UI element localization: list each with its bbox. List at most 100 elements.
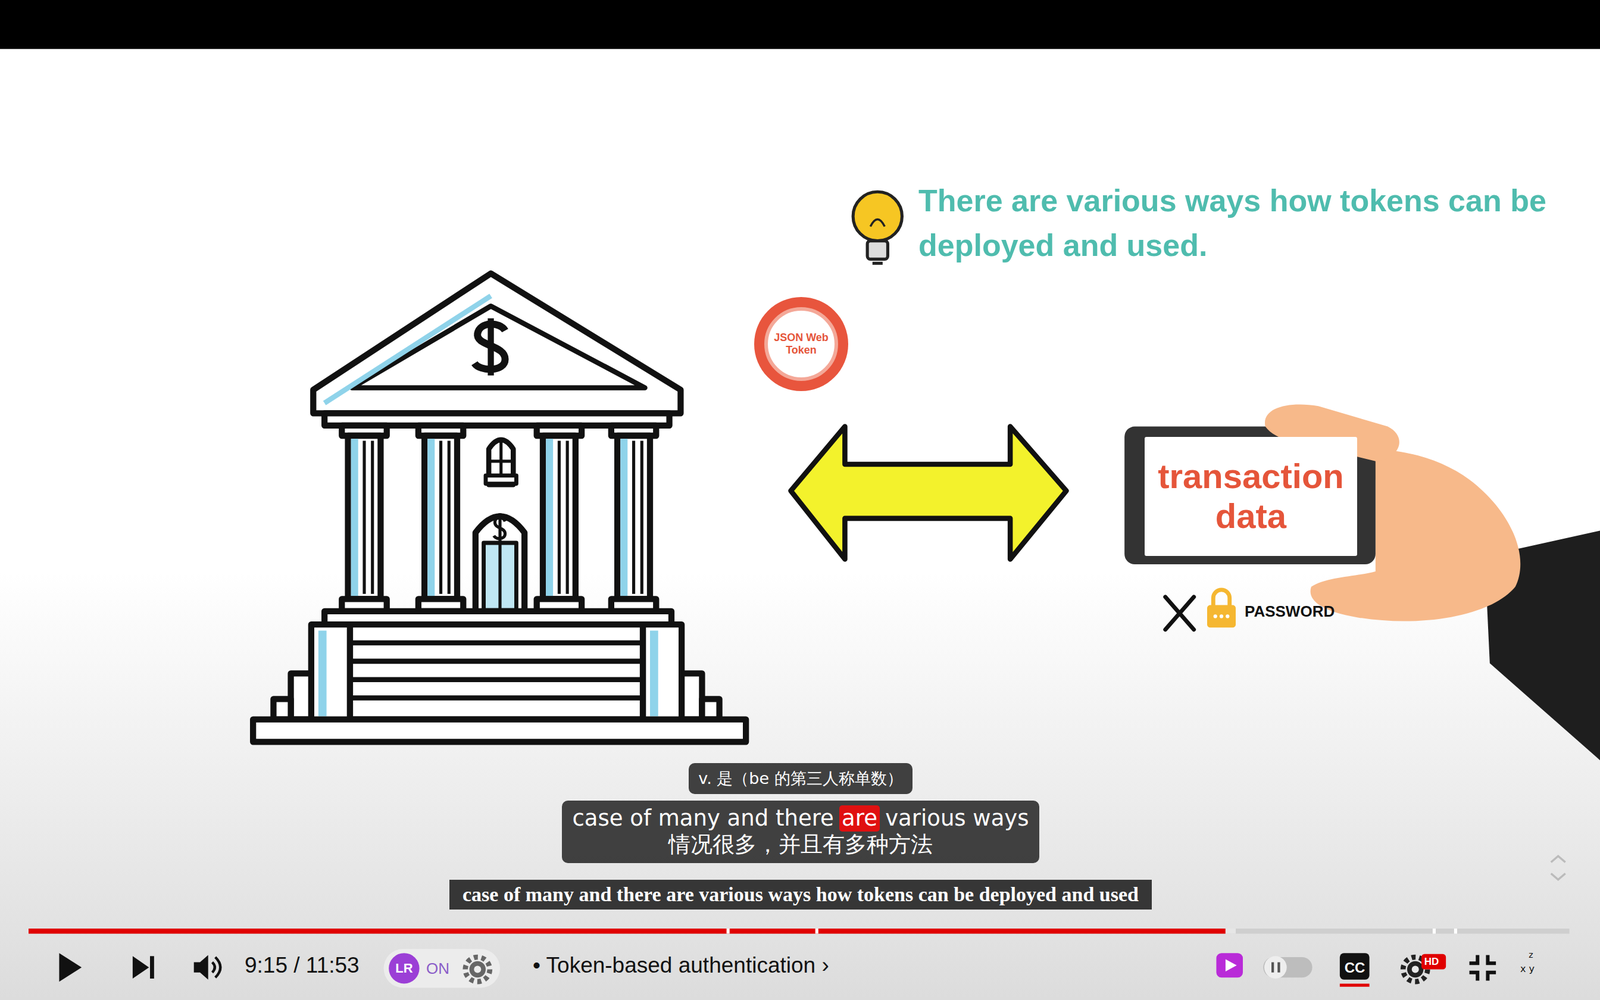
double-arrow (791, 426, 1067, 560)
settings-gear (465, 957, 490, 982)
lock-shackle (1213, 589, 1230, 606)
node-text: transaction data (1152, 456, 1350, 536)
stair-steps (350, 642, 643, 699)
cross-mark (1165, 597, 1195, 630)
column-flute (364, 441, 373, 595)
settings-gear (469, 961, 486, 978)
column-flute (441, 441, 450, 595)
bulb-filament (870, 219, 885, 227)
column-shaft (348, 435, 381, 599)
bulb-tip (872, 261, 883, 265)
top-bar (0, 0, 1600, 49)
bank-pediment-inner (351, 305, 645, 388)
slide-title: There are various ways how tokens can be… (918, 178, 1562, 269)
bulb-base (867, 241, 888, 260)
play-icon (58, 952, 82, 982)
lock-body (1207, 605, 1236, 628)
time-display: 9:15 / 11:53 (244, 952, 360, 978)
stair-shade (650, 630, 659, 717)
extension-state: ON (426, 959, 450, 978)
bank-column (418, 425, 464, 612)
chevron-icon (1551, 855, 1566, 880)
cc-button (1339, 952, 1370, 980)
door-split (498, 542, 502, 611)
extension-logo-text: LR (395, 960, 413, 977)
dollar-symbol (494, 513, 506, 542)
quality-gear (1411, 966, 1420, 974)
subtitle-text: various ways (885, 805, 1029, 832)
bank-building (252, 273, 746, 742)
subtitle-translation: 情况很多，并且有多种方法 (572, 831, 1030, 858)
bank-column (341, 425, 387, 612)
pause-bar (1277, 962, 1280, 973)
highlighted-word: are (839, 805, 880, 832)
phone-screen: transaction data (1144, 436, 1358, 556)
video-ground (0, 48, 1600, 1000)
word-tooltip: v. 是（be 的第三人称单数） (688, 763, 912, 795)
dollar-symbol (487, 318, 494, 376)
bank-column (536, 425, 582, 612)
subtitle-line: case of many and therearevarious ways (572, 805, 1030, 832)
column-shade (620, 438, 628, 596)
column-shaft (617, 435, 650, 599)
lock-dot (1219, 614, 1224, 618)
cc-underline (1339, 983, 1370, 987)
chapter-gap (815, 928, 819, 934)
bank-shade (324, 295, 491, 403)
tooltip-text: v. 是（be 的第三人称单数） (698, 767, 903, 790)
bank-column (611, 425, 656, 612)
progress-track (28, 928, 1570, 934)
quality-gear (1407, 961, 1424, 978)
sleep-z: z (1528, 950, 1533, 960)
exit-fullscreen-icon (1469, 955, 1497, 981)
bulb-glass (852, 191, 902, 241)
sleep-xy: x y (1520, 963, 1535, 975)
next-icon (132, 955, 149, 979)
door-panel (483, 542, 517, 611)
dual-subtitle-box: case of many and therearevarious ways情况很… (561, 800, 1040, 864)
extension-pill (383, 948, 500, 988)
lock-dot (1213, 614, 1218, 618)
caption-box: case of many and there are various ways … (449, 879, 1152, 910)
volume-icon (194, 955, 209, 980)
chapter-gap (1454, 928, 1458, 934)
phone-body (1124, 426, 1376, 565)
column-flute (558, 441, 568, 595)
lock-dot (1225, 614, 1230, 618)
token-badge: JSON Web Token (752, 295, 850, 393)
chapter-gap (726, 928, 730, 934)
stairs (350, 624, 643, 720)
bulb-icon (852, 191, 902, 264)
cc-text: CC (1344, 959, 1366, 977)
column-flute (633, 441, 643, 595)
subtitle-line: 情况很多，并且有多种方法 (572, 831, 1030, 858)
purple-app-icon (1216, 952, 1243, 978)
column-shaft (424, 435, 458, 599)
chapter-gap (1432, 928, 1436, 934)
volume-waves (212, 957, 221, 978)
purple-app-icon (1225, 958, 1237, 972)
caption-text: case of many and there are various ways … (462, 883, 1139, 906)
stair-side (642, 624, 682, 722)
badge-ring (754, 297, 849, 392)
next-icon (150, 955, 155, 979)
column-shade (545, 438, 553, 596)
hd-badge (1421, 954, 1446, 970)
password-label: PASSWORD (1244, 602, 1335, 621)
hd-text: HD (1424, 955, 1440, 968)
column-shade (427, 438, 435, 596)
pause-bar (1271, 962, 1274, 973)
lock-icon (1207, 589, 1236, 628)
column-shade (351, 438, 359, 596)
autoplay-knob (1264, 955, 1287, 979)
node-text: JSON Web Token (771, 331, 831, 356)
bank-pediment (313, 273, 681, 414)
stair-side (311, 624, 350, 722)
extension-logo (388, 952, 420, 984)
window-sill (485, 475, 517, 484)
stair-shade (318, 630, 327, 717)
progress-played (28, 928, 1226, 934)
settings-gear (473, 966, 481, 974)
subtitle-text: case of many and there (572, 805, 834, 832)
